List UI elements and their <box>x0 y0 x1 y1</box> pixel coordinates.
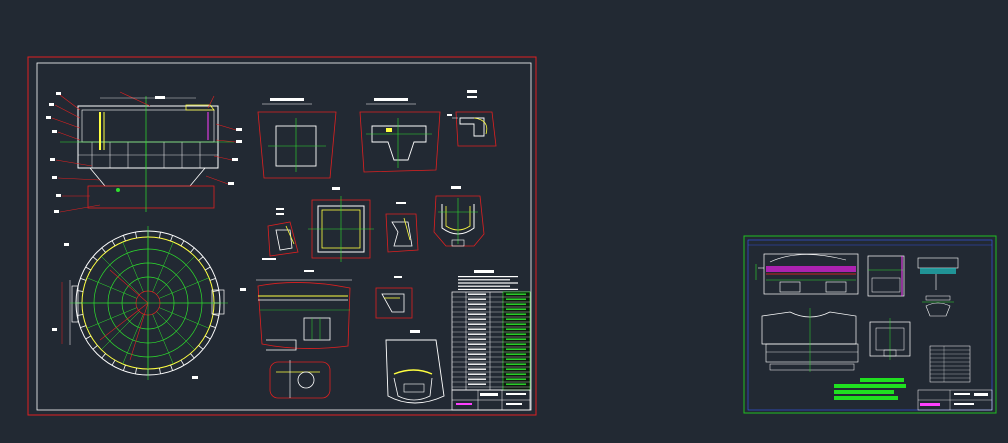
tank-section-view[interactable] <box>46 91 242 213</box>
sheet-2-side-view[interactable] <box>867 255 905 297</box>
sheet-2-inner-frame <box>747 239 993 411</box>
detail-view-1[interactable] <box>257 98 337 179</box>
title-block-2[interactable] <box>917 389 993 411</box>
detail-view-6[interactable] <box>385 202 419 253</box>
drawing-sheet-2[interactable] <box>743 235 997 414</box>
sheet-1-inner-frame <box>36 62 532 411</box>
sheet-2-section-view[interactable] <box>869 318 911 360</box>
sheet-2-plan-view[interactable] <box>761 308 859 372</box>
sheet-2-notes[interactable] <box>834 378 906 400</box>
detail-view-7[interactable] <box>433 186 485 247</box>
detail-view-5[interactable] <box>308 187 374 262</box>
detail-view-10[interactable] <box>385 330 445 404</box>
detail-view-8[interactable] <box>256 270 352 399</box>
detail-view-3[interactable] <box>447 90 497 147</box>
title-block-1[interactable] <box>451 389 531 411</box>
sheet-2-elevation-view[interactable] <box>755 253 859 295</box>
detail-view-4[interactable] <box>262 208 299 260</box>
sheet-2-parts-table[interactable] <box>929 345 971 383</box>
parts-list-table[interactable] <box>451 270 531 391</box>
detail-view-2[interactable] <box>359 98 441 173</box>
tank-plan-view[interactable] <box>52 226 246 380</box>
drawing-sheet-1[interactable] <box>27 56 537 416</box>
detail-view-9[interactable] <box>375 276 413 319</box>
sheet-2-detail-view[interactable] <box>917 257 959 317</box>
sheet-1-outer-frame <box>27 56 537 416</box>
sheet-2-outer-frame <box>743 235 997 414</box>
